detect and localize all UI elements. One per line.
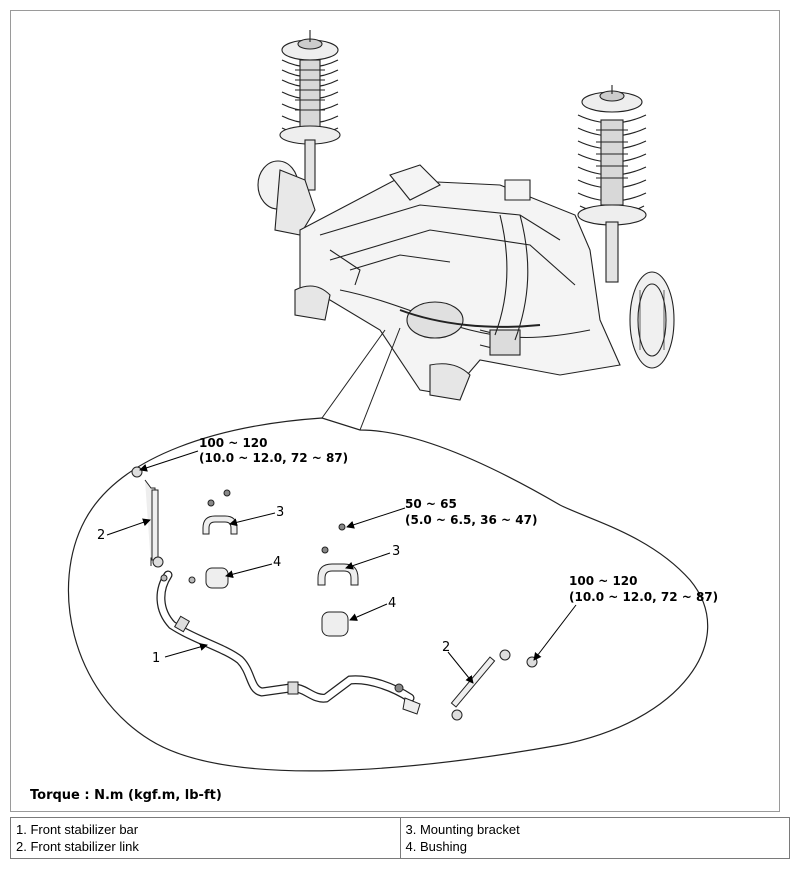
torque-unit-note: Torque : N.m (kgf.m, lb-ft) (30, 788, 222, 803)
legend-cell-left: 1. Front stabilizer bar 2. Front stabili… (10, 817, 401, 859)
torque-link-right-value: 100 ~ 120 (569, 574, 638, 588)
torque-link-upper-value: 100 ~ 120 (199, 436, 268, 450)
legend-row: 1. Front stabilizer bar 2. Front stabili… (10, 817, 790, 859)
callout-1: 1 (152, 651, 161, 666)
legend-item: 3. Mounting bracket (405, 822, 520, 837)
callout-3-right: 3 (392, 544, 401, 559)
callout-4-right: 4 (388, 596, 397, 611)
left-strut-assembly (257, 30, 341, 236)
right-strut-assembly (577, 85, 675, 369)
torque-bracket-value: 50 ~ 65 (405, 497, 457, 511)
diagram-frame (10, 10, 780, 812)
front-stabilizer-bar-drawing (156, 570, 421, 715)
torque-bracket-detail: (5.0 ~ 6.5, 36 ~ 47) (405, 513, 538, 527)
crossmember (294, 164, 621, 401)
detail-bubble (67, 417, 709, 772)
callout-2-left: 2 (97, 528, 106, 543)
legend-item: 2. Front stabilizer link (16, 839, 139, 854)
left-stabilizer-link-drawing (131, 466, 196, 584)
parts-legend-table: 1. Front stabilizer bar 2. Front stabili… (10, 817, 790, 859)
callout-4-left: 4 (273, 555, 282, 570)
legend-item: 1. Front stabilizer bar (16, 822, 139, 837)
callout-3-left: 3 (276, 505, 285, 520)
callout-2-right: 2 (442, 640, 451, 655)
torque-link-right-detail: (10.0 ~ 12.0, 72 ~ 87) (569, 590, 719, 604)
left-bracket-drawing (202, 489, 238, 589)
front-suspension-assembly (257, 30, 675, 401)
torque-link-upper-detail: (10.0 ~ 12.0, 72 ~ 87) (199, 451, 349, 465)
legend-cell-right: 3. Mounting bracket 4. Bushing (399, 817, 790, 859)
legend-item: 4. Bushing (405, 839, 467, 854)
